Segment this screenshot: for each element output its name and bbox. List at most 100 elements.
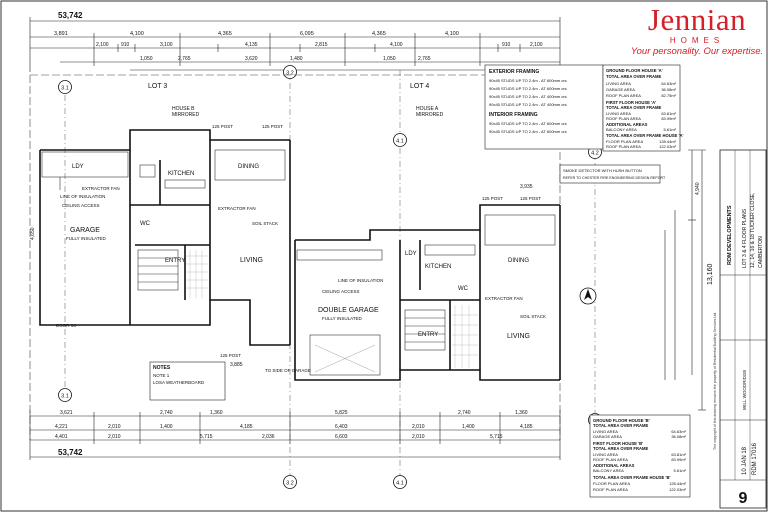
svg-text:FLOOR PLAN AREA: FLOOR PLAN AREA [593,481,630,486]
brand-sub: HOMES [669,36,725,45]
svg-text:SMOKE DETECTOR WITH HUSH BUTTO: SMOKE DETECTOR WITH HUSH BUTTON [563,168,642,173]
grid-bubble-3-1-bottom: 3.1 [58,388,72,402]
svg-text:122.03m²: 122.03m² [659,144,677,149]
dim-top3-b: 2,765 [178,56,191,62]
dim-bot3-c: 5,715 [200,434,213,440]
svg-text:BALCONY AREA: BALCONY AREA [606,127,637,132]
dim-bot1-b: 2,740 [160,410,173,416]
title-sheet: 9 [739,490,748,507]
dim-overall-bottom: 53,742 [58,448,83,457]
dim-bot2-f: 2,010 [412,424,425,430]
ceiling-access-right: CEILING ACCESS [322,289,360,294]
dim-bot3-d: 2,036 [262,434,275,440]
svg-text:ROOF PLAN AREA: ROOF PLAN AREA [593,487,628,492]
dim-bot3-f: 2,010 [412,434,425,440]
dim-bot3-g: 5,715 [490,434,503,440]
svg-text:90x45 STUDS UP TO 2.4m - AT 40: 90x45 STUDS UP TO 2.4m - AT 400mm crs [489,102,567,107]
kitchen-right-label: KITCHEN [425,264,451,270]
svg-text:GROUND FLOOR HOUSE 'B': GROUND FLOOR HOUSE 'B' [593,418,650,423]
double-garage-label: DOUBLE GARAGE [318,307,379,314]
door-ref: DOOR 1C [56,323,77,328]
top-dimensions [29,17,561,72]
title-block: RDM DEVELOPMENTS LOT 3 & 4 FLOOR PLANS 1… [719,149,767,509]
svg-text:3.2: 3.2 [286,481,294,487]
north-arrow [579,287,597,305]
wc-left-label: WC [140,221,151,227]
svg-text:64.63m²: 64.63m² [661,81,676,86]
svg-text:36.08m²: 36.08m² [661,87,676,92]
svg-text:LIVING AREA: LIVING AREA [606,111,631,116]
svg-text:ROOF PLAN AREA: ROOF PLAN AREA [606,93,641,98]
svg-text:83.99m²: 83.99m² [671,457,686,462]
svg-text:LIVING AREA: LIVING AREA [593,429,618,434]
svg-text:TOTAL AREA OVER FRAME: TOTAL AREA OVER FRAME [606,74,661,79]
svg-text:63.81m²: 63.81m² [671,452,686,457]
post-125-d: 125 POST [482,196,503,201]
svg-text:ROOF PLAN AREA: ROOF PLAN AREA [606,116,641,121]
svg-text:TOTAL AREA OVER FRAME: TOTAL AREA OVER FRAME [606,105,661,110]
house-b-thin-walls [41,149,286,291]
wc-right-label: WC [458,286,469,292]
dim-bot1-c: 1,360 [210,410,223,416]
svg-text:BALCONY AREA: BALCONY AREA [593,468,624,473]
dim-bot2-d: 4,185 [240,424,253,430]
grid-bubble-3-2-top: 3.2 [283,65,297,79]
dim-top3-e: 1,050 [383,56,396,62]
svg-text:TOTAL AREA OVER FRAME: TOTAL AREA OVER FRAME [593,423,648,428]
dim-3935: 3,935 [520,184,533,190]
dim-bot1-d: 5,825 [335,410,348,416]
to-side-of-garage: TO SIDE OF GARAGE [265,368,311,373]
dim-bot1-a: 3,621 [60,410,73,416]
svg-text:83.99m²: 83.99m² [661,116,676,121]
framing-schedule: EXTERIOR FRAMING 90x45 STUDS UP TO 2.4m … [484,64,604,150]
dim-top1-f: 4,100 [445,31,459,37]
svg-text:90x45 STUDS UP TO 2.4m - AT 60: 90x45 STUDS UP TO 2.4m - AT 600mm crs [489,121,567,126]
dim-top2-d: 4,135 [245,42,258,48]
living-left-label: LIVING [240,257,263,264]
dim-4650: 4,650 [30,227,36,240]
dim-overall-top: 53,742 [58,11,83,20]
dim-top2-g: 910 [502,42,511,48]
dim-bot3-b: 2,010 [108,434,121,440]
title-date: 10 JAN 18 [742,446,748,475]
lot4-label: LOT 4 [410,83,429,90]
copyright-note: The copyright of this drawing remains th… [713,312,717,450]
svg-text:122.03m²: 122.03m² [669,487,687,492]
svg-text:TOTAL AREA OVER FRAME: TOTAL AREA OVER FRAME [593,446,648,451]
svg-text:64.63m²: 64.63m² [671,429,686,434]
svg-text:INTERIOR FRAMING: INTERIOR FRAMING [489,112,538,118]
dim-top1-b: 4,100 [130,31,144,37]
svg-text:GROUND FLOOR HOUSE 'A': GROUND FLOOR HOUSE 'A' [606,68,663,73]
dim-top1-a: 3,891 [54,31,68,37]
dim-top1-d: 6,095 [300,31,314,37]
laundry-right-label: LDY [405,251,417,257]
grid-bubble-3-2-bottom: 3.2 [283,475,297,489]
svg-text:REFER TO CHESTER FIRE ENGINEER: REFER TO CHESTER FIRE ENGINEERING DESIGN… [563,176,666,180]
svg-text:TOTAL AREA OVER FRAME HOUSE 'B: TOTAL AREA OVER FRAME HOUSE 'B' [593,475,671,480]
entry-left-label: ENTRY [165,258,185,264]
dim-top3-c: 3,620 [245,56,258,62]
dim-bot1-f: 1,360 [515,410,528,416]
dim-top2-h: 2,100 [530,42,543,48]
post-125-e: 125 POST [520,196,541,201]
dim-bot2-b: 2,010 [108,424,121,430]
dim-bot2-c: 1,400 [160,424,173,430]
house-b-walls [39,129,291,346]
svg-text:4.1: 4.1 [396,481,404,487]
dim-3885: 3,885 [230,362,243,368]
svg-text:90x45 STUDS UP TO 2.4m - AT 60: 90x45 STUDS UP TO 2.4m - AT 600mm crs [489,129,567,134]
entry-hatch-left [186,250,208,298]
dim-top2-c: 3,100 [160,42,173,48]
dim-right-upper: 4,940 [695,182,701,195]
title-client: RDM DEVELOPMENTS [727,205,733,265]
soil-stack-left: SOIL STACK [252,221,278,226]
svg-text:LIVING AREA: LIVING AREA [593,452,618,457]
dim-top1-e: 4,365 [372,31,386,37]
svg-text:NOTE 1: NOTE 1 [153,373,170,378]
svg-text:3.1: 3.1 [61,86,69,92]
dim-bot2-a: 4,221 [55,424,68,430]
bottom-dimensions [29,410,561,460]
grid-bubble-4-1-bottom: 4.1 [393,475,407,489]
